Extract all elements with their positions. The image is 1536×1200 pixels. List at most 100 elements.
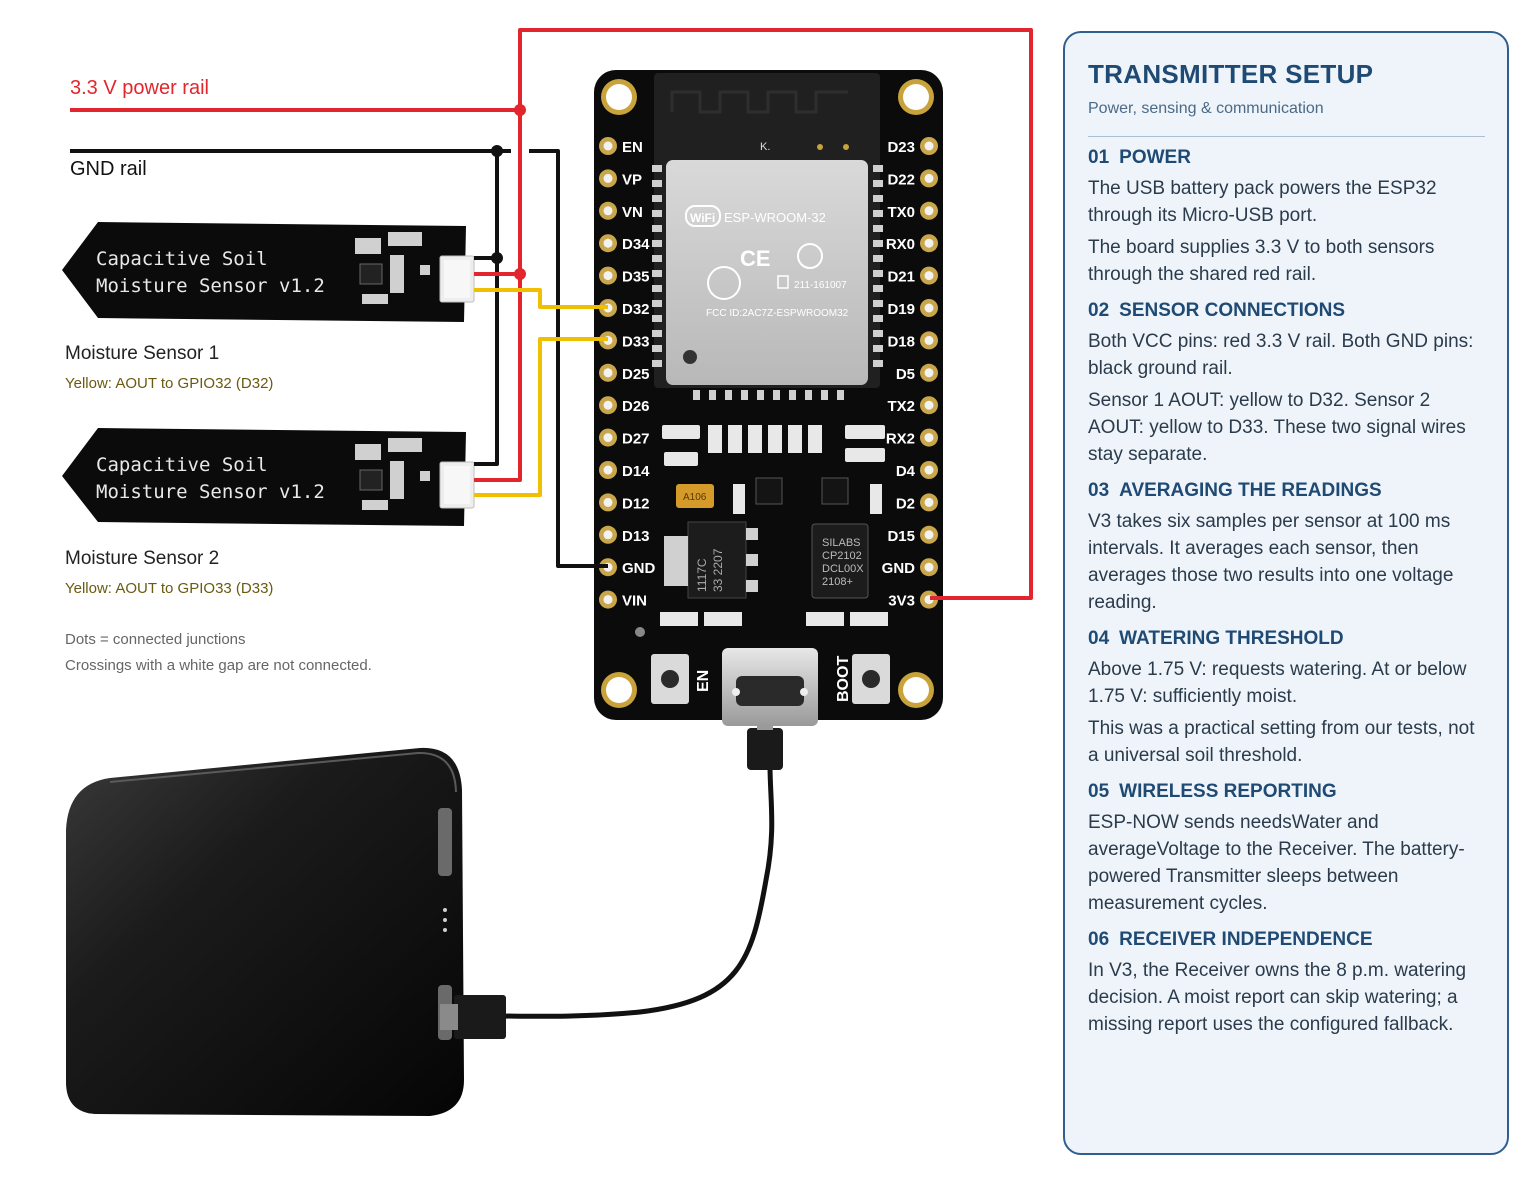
pin-hole-right — [924, 141, 934, 151]
pin-hole-left — [603, 530, 613, 540]
right-pin-header: D23D22TX0RX0D21D19D18D5TX2RX2D4D2D15GND3… — [882, 137, 938, 610]
section-heading-text: SENSOR CONNECTIONS — [1119, 300, 1346, 321]
pin-label-right: 3V3 — [888, 593, 915, 610]
power-rail-label: 3.3 V power rail — [70, 77, 209, 99]
sensor-1-gnd-wire — [474, 151, 499, 260]
chip-line3: DCL00X — [822, 563, 864, 575]
section-number: 04 — [1088, 628, 1110, 649]
sensor-1-print-line1: Capacitive Soil — [96, 248, 268, 270]
section-paragraph: In V3, the Receiver owns the 8 p.m. wate… — [1088, 960, 1467, 1035]
pin-label-right: D18 — [887, 333, 915, 350]
esp32-devkit-board: K. WiFi ESP-WROOM-32 CE 211-161007 FCC I… — [594, 70, 943, 726]
pin-hole-left — [603, 368, 613, 378]
wifi-badge: WiFi — [690, 211, 715, 225]
left-pin-header: ENVPVND34D35D32D33D25D26D27D14D12D13GNDV… — [599, 137, 656, 610]
pin-hole-left — [603, 238, 613, 248]
section-heading: 01 POWER — [1088, 147, 1485, 169]
sensor-2-print-line2: Moisture Sensor v1.2 — [96, 481, 325, 503]
section-number: 03 — [1088, 480, 1110, 501]
section-heading: 03 AVERAGING THE READINGS — [1088, 480, 1485, 502]
section-number: 02 — [1088, 300, 1110, 321]
pin-hole-right — [924, 400, 934, 410]
pin-label-right: TX2 — [887, 398, 915, 415]
legend-dots-note: Dots = connected junctions — [65, 631, 246, 648]
sensor-2-gnd-wire — [474, 151, 499, 466]
pin-label-right: RX2 — [886, 431, 915, 448]
section-paragraph: The USB battery pack powers the ESP32 th… — [1088, 178, 1437, 226]
sensor-1-print-line2: Moisture Sensor v1.2 — [96, 275, 325, 297]
panel-section: 01 POWER The USB battery pack powers the E… — [1088, 147, 1485, 288]
sensor-1-wire-note: Yellow: AOUT to GPIO32 (D32) — [65, 375, 274, 392]
pin-label-left: EN — [622, 139, 643, 156]
pin-label-left: D14 — [622, 463, 650, 480]
certification-icon — [707, 266, 741, 300]
antenna-mark: K. — [760, 141, 770, 153]
moisture-sensor-1: Capacitive Soil Moisture Sensor v1.2 — [62, 222, 475, 322]
pin-hole-right — [924, 530, 934, 540]
section-heading: 02 SENSOR CONNECTIONS — [1088, 300, 1485, 322]
ground-to-board-gnd — [529, 149, 608, 568]
moisture-sensor-2: Capacitive Soil Moisture Sensor v1.2 — [62, 428, 475, 526]
panel-divider — [1088, 136, 1485, 137]
section-heading-text: POWER — [1119, 147, 1191, 168]
pin-hole-right — [924, 173, 934, 183]
usb-cable — [440, 720, 783, 1039]
pin-hole-right — [924, 497, 934, 507]
pin-hole-left — [603, 400, 613, 410]
sensor-2-name: Moisture Sensor 2 — [65, 548, 220, 569]
regulator-line1: 1117C — [695, 558, 709, 592]
sensor-1-name: Moisture Sensor 1 — [65, 343, 220, 364]
pin-hole-left — [603, 497, 613, 507]
section-heading-text: AVERAGING THE READINGS — [1119, 480, 1382, 501]
pin-hole-left — [603, 595, 613, 605]
pin-hole-right — [924, 562, 934, 572]
pin-label-left: VIN — [622, 593, 647, 610]
sensor-1-aout-wire — [474, 288, 608, 309]
section-number: 01 — [1088, 147, 1110, 168]
pin-label-left: D25 — [622, 366, 650, 383]
section-paragraph: This was a practical setting from our te… — [1088, 718, 1475, 766]
section-heading-text: WATERING THRESHOLD — [1119, 628, 1344, 649]
pin-hole-right — [924, 271, 934, 281]
pin-label-left: D27 — [622, 431, 650, 448]
pin-hole-right — [924, 368, 934, 378]
pin-label-left: D34 — [622, 236, 650, 253]
usb-port-a — [438, 808, 452, 876]
panel-subtitle: Power, sensing & communication — [1088, 100, 1324, 117]
cert-number: 211-161007 — [794, 280, 847, 291]
pin-hole-left — [603, 173, 613, 183]
pin-hole-left — [603, 433, 613, 443]
sensor-2-aout-wire — [474, 337, 608, 497]
capacitor-label: A106 — [683, 492, 707, 503]
section-paragraph: Above 1.75 V: requests watering. At or b… — [1088, 659, 1467, 707]
section-number: 05 — [1088, 781, 1110, 802]
pin-label-right: D19 — [887, 301, 915, 318]
panel-section: 03 AVERAGING THE READINGS V3 takes six sam… — [1088, 480, 1485, 616]
ground-rail-label: GND rail — [70, 158, 147, 180]
junction-dots — [491, 104, 526, 280]
power-wires — [70, 28, 1033, 600]
section-paragraph: Sensor 1 AOUT: yellow to D32. Sensor 2 A… — [1088, 390, 1466, 465]
pin-label-right: D2 — [896, 495, 915, 512]
section-number: 06 — [1088, 929, 1110, 950]
smd-components — [660, 425, 888, 626]
sensor-2-vcc-wire — [474, 159, 522, 482]
pin-label-left: D13 — [622, 528, 650, 545]
ce-mark: CE — [740, 246, 771, 271]
panel-section: 04 WATERING THRESHOLD Above 1.75 V: reques… — [1088, 628, 1485, 769]
section-paragraph: The board supplies 3.3 V to both sensors… — [1088, 237, 1435, 285]
pin-hole-right — [924, 206, 934, 216]
voltage-regulator — [687, 521, 747, 599]
section-paragraph: V3 takes six samples per sensor at 100 m… — [1088, 511, 1454, 613]
pin-hole-right — [924, 303, 934, 313]
panel-section: 02 SENSOR CONNECTIONS Both VCC pins: red 3… — [1088, 300, 1485, 468]
bluetooth-icon — [797, 243, 823, 269]
pin-label-right: D21 — [887, 269, 915, 286]
pin-hole-left — [603, 465, 613, 475]
regulator-line2: 33 2207 — [711, 548, 725, 592]
section-paragraph: Both VCC pins: red 3.3 V rail. Both GND … — [1088, 331, 1474, 379]
pin-label-left: VN — [622, 204, 643, 221]
pin-label-left: D26 — [622, 398, 650, 415]
